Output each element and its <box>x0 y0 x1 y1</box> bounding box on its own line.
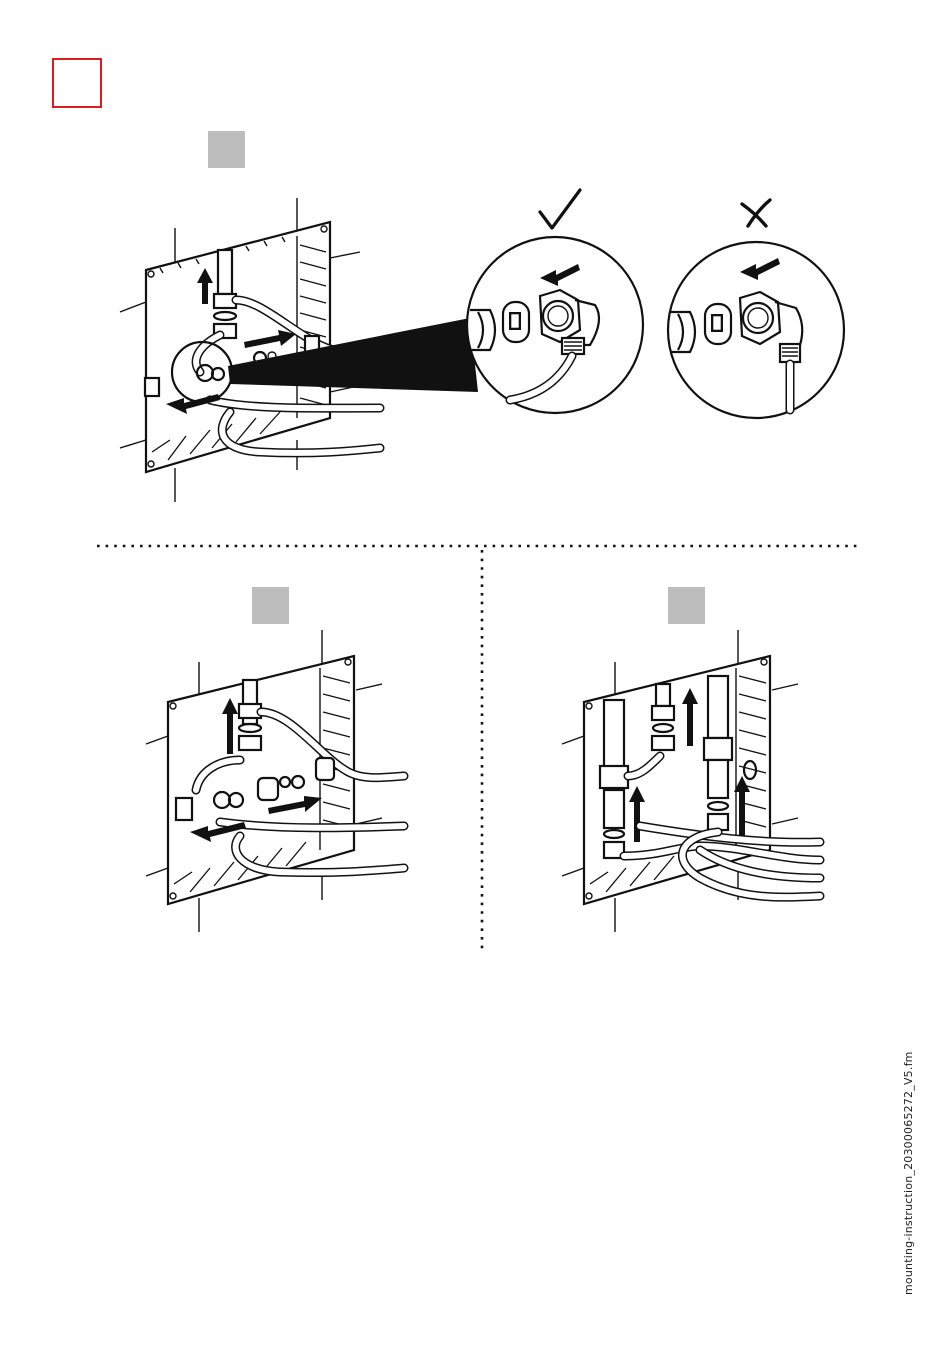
footer-filename: mounting-instruction_20300065272_V5.fm <box>902 1051 915 1295</box>
zoom-circle-wrong <box>668 242 844 418</box>
top-install-panel <box>120 198 478 502</box>
cross-mark-icon <box>742 200 770 226</box>
bottom-right-install-panel <box>562 630 820 932</box>
check-mark-icon <box>540 190 580 228</box>
bottom-left-install-panel <box>146 630 404 932</box>
zoom-circle-correct <box>467 237 643 413</box>
